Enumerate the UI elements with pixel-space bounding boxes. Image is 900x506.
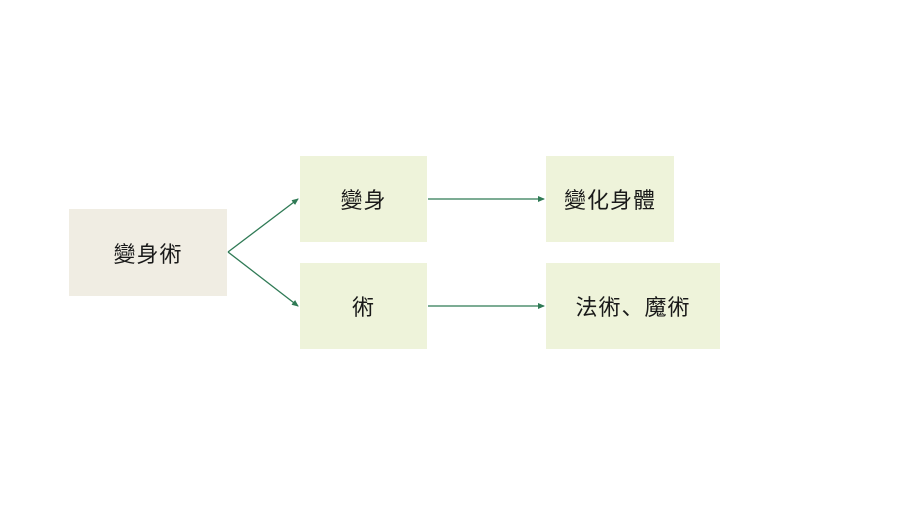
split-node-b-label: 術 xyxy=(351,296,375,321)
split-node-b: 術 xyxy=(300,263,427,349)
connector-root-to-split-b xyxy=(227,251,299,307)
meaning-node-b: 法術、魔術 xyxy=(546,263,720,349)
split-node-a: 變身 xyxy=(300,156,427,242)
meaning-node-b-label: 法術、魔術 xyxy=(575,296,691,321)
root-node: 變身術 xyxy=(69,209,227,296)
meaning-node-a-label: 變化身體 xyxy=(563,189,656,214)
split-node-a-label: 變身 xyxy=(340,189,387,214)
meaning-node-a: 變化身體 xyxy=(546,156,674,242)
connector-root-to-split-a xyxy=(227,198,299,253)
root-node-label: 變身術 xyxy=(113,242,183,268)
